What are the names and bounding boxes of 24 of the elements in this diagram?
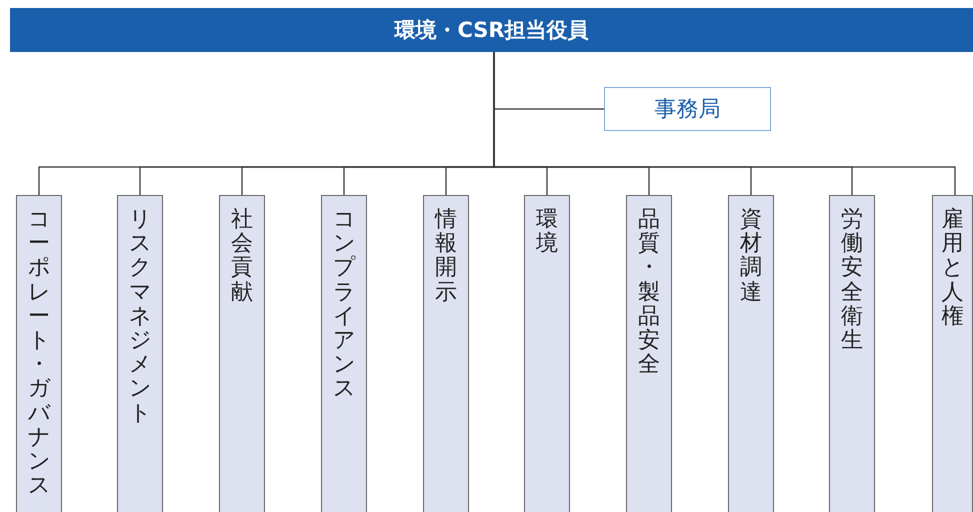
department-label: 社会貢献 xyxy=(231,208,253,305)
department-label: 雇用と人権 xyxy=(942,208,964,329)
title-text: 環境・CSR担当役員 xyxy=(394,17,589,44)
department-label: 品質・製品安全 xyxy=(638,208,660,378)
office-box xyxy=(604,87,771,131)
department-box xyxy=(626,195,672,512)
department-box xyxy=(728,195,774,512)
office-label: 事務局 xyxy=(654,96,720,124)
department-label: コーポレート・ガバナンス xyxy=(28,208,50,498)
department-box xyxy=(932,195,973,512)
department-box xyxy=(219,195,265,512)
department-box xyxy=(16,195,62,512)
department-box xyxy=(321,195,367,512)
department-box xyxy=(829,195,875,512)
title-bar xyxy=(10,8,973,52)
department-label: 環境 xyxy=(536,208,558,256)
department-label: 労働安全衛生 xyxy=(841,208,863,354)
department-box xyxy=(524,195,570,512)
department-box xyxy=(423,195,469,512)
department-label: 情報開示 xyxy=(435,208,457,305)
department-label: コンプライアンス xyxy=(333,208,355,402)
department-box xyxy=(117,195,163,512)
department-label: 資材調達 xyxy=(740,208,762,305)
department-label: リスクマネジメント xyxy=(129,208,151,426)
